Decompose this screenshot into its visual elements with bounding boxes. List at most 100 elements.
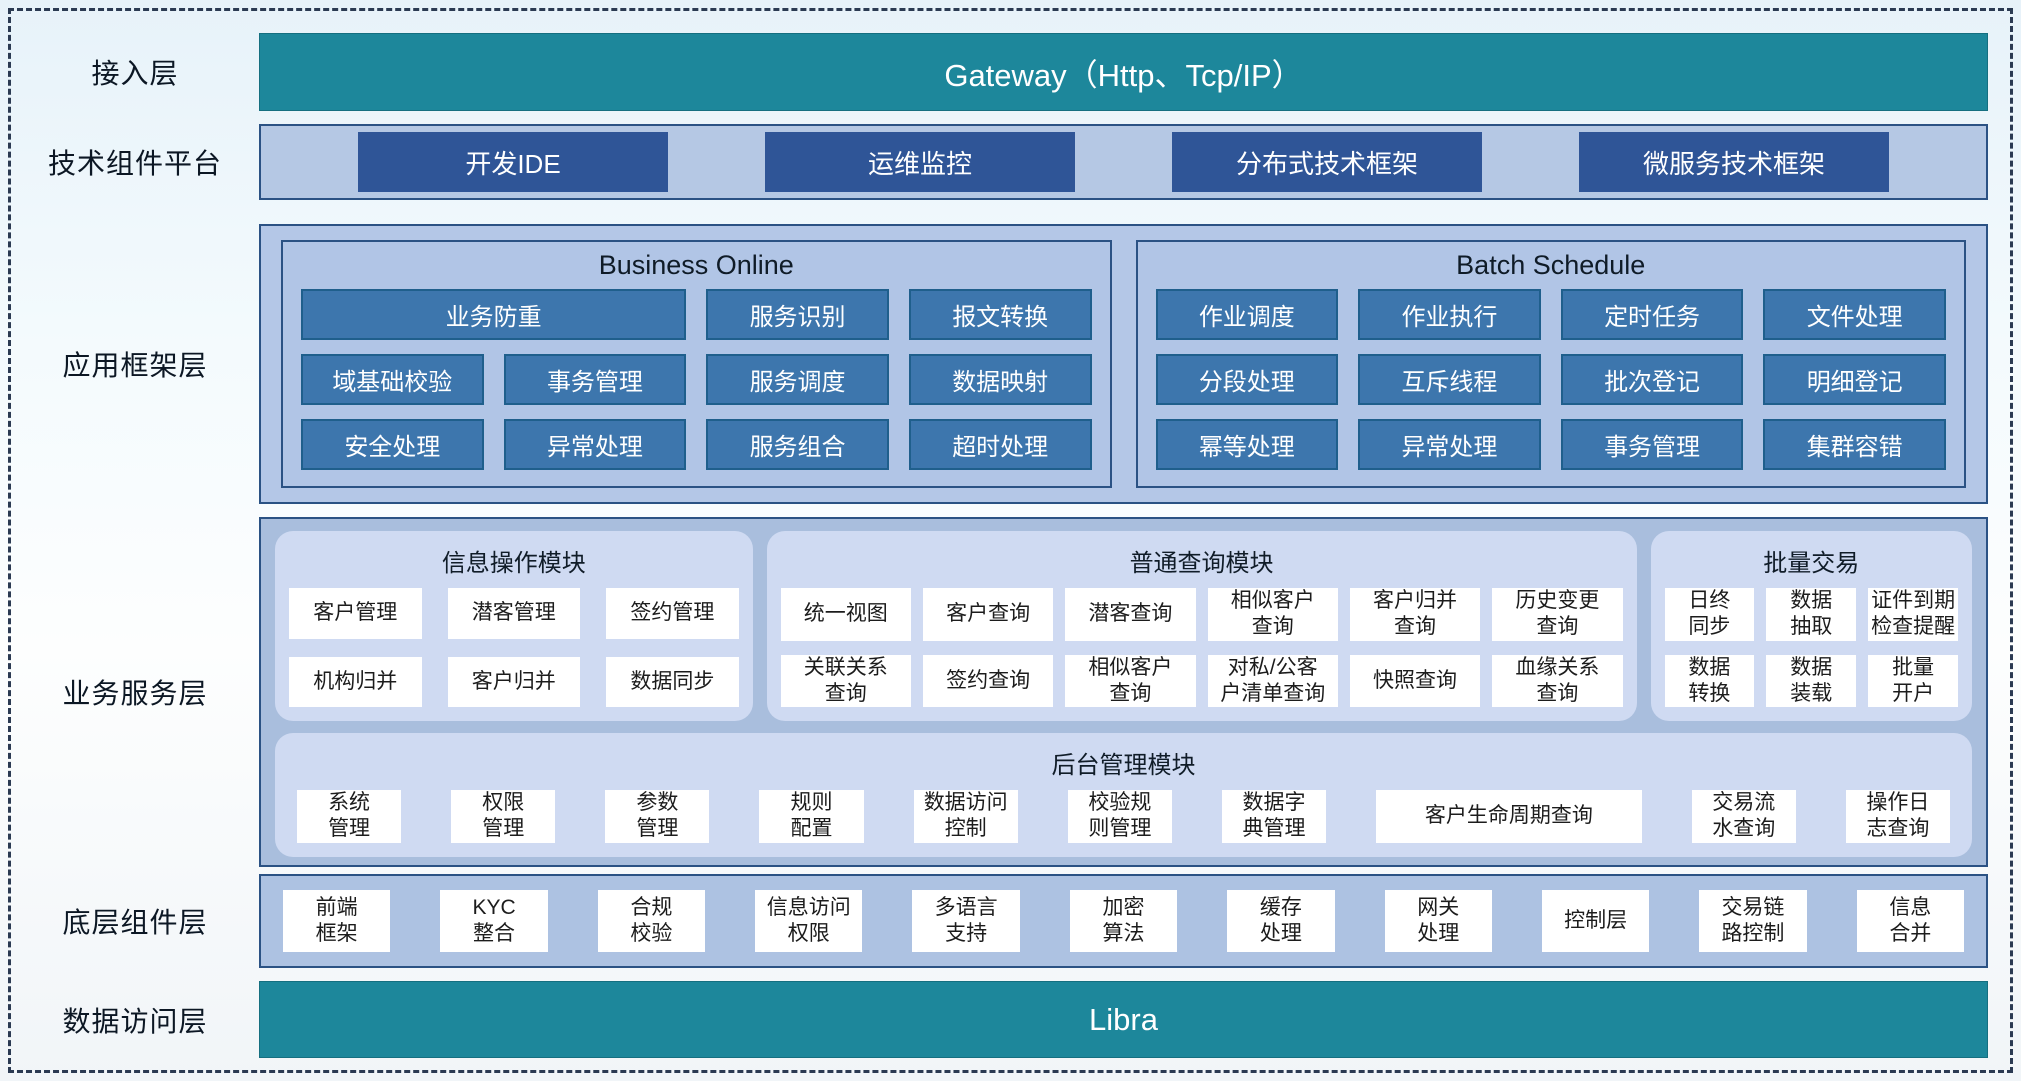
batch-schedule-item: 分段处理 [1155,354,1339,405]
batch-schedule-item: 作业执行 [1358,289,1541,340]
general-query-item: 客户查询 [922,588,1054,641]
business-service-modules: 信息操作模块 客户管理潜客管理签约管理机构归并客户归并数据同步 普通查询模块 统… [275,531,1972,721]
info-operation-title: 信息操作模块 [441,550,586,577]
business-service-label: 业务服务层 [62,678,208,709]
tech-platform-item: 微服务技术框架 [1579,132,1889,192]
info-operation-item: 客户归并 [447,656,581,707]
base-component-item: 网关 处理 [1384,890,1492,952]
admin-module-title: 后台管理模块 [1051,752,1196,779]
admin-module-item: 数据访问 控制 [913,790,1018,843]
app-framework-panel: Business Online 业务防重服务识别报文转换域基础校验事务管理服务调… [259,224,1988,504]
batch-schedule-grid: 作业调度作业执行定时任务文件处理分段处理互斥线程批次登记明细登记幂等处理异常处理… [1138,283,1965,486]
batch-trade-module: 批量交易 日终 同步数据 抽取证件到期 检查提醒数据 转换数据 装载批量 开户 [1650,531,1972,721]
admin-module-item: 操作日 志查询 [1845,790,1950,843]
admin-module-item: 参数 管理 [605,790,710,843]
admin-module-item: 数据字 典管理 [1221,790,1327,843]
base-component-item: 缓存 处理 [1227,890,1335,952]
admin-module: 后台管理模块 系统 管理权限 管理参数 管理规则 配置数据访问 控制校验规 则管… [275,733,1972,857]
admin-module-item: 校验规 则管理 [1067,790,1172,843]
business-online-item: 超时处理 [908,419,1092,470]
base-component-item: 多语言 支持 [912,890,1020,952]
batch-trade-grid: 日终 同步数据 抽取证件到期 检查提醒数据 转换数据 装载批量 开户 [1664,588,1958,707]
tech-platform-row: 技术组件平台 开发IDE 运维监控 分布式技术框架 微服务技术框架 [11,124,2010,200]
base-components-label: 底层组件层 [62,907,208,938]
business-online-item: 安全处理 [301,419,484,470]
business-online-item: 域基础校验 [301,354,484,405]
admin-module-item: 权限 管理 [451,790,556,843]
info-operation-item: 签约管理 [606,588,739,639]
info-operation-module: 信息操作模块 客户管理潜客管理签约管理机构归并客户归并数据同步 [275,531,753,721]
batch-schedule-item: 互斥线程 [1358,354,1541,405]
batch-trade-title: 批量交易 [1763,550,1860,577]
general-query-item: 统一视图 [780,588,911,641]
base-component-item: 合规 校验 [597,890,706,952]
general-query-title: 普通查询模块 [1129,550,1274,577]
base-component-item: 交易链 路控制 [1699,890,1807,952]
general-query-item: 血缘关系 查询 [1492,654,1623,707]
batch-schedule-item: 作业调度 [1155,289,1339,340]
base-component-item: KYC 整合 [440,890,548,952]
business-online-item: 报文转换 [908,289,1092,340]
base-component-item: 信息 合并 [1856,890,1964,952]
batch-schedule-item: 定时任务 [1560,289,1744,340]
tech-platform-bar: 开发IDE 运维监控 分布式技术框架 微服务技术框架 [259,124,1988,200]
batch-schedule-title: Batch Schedule [1456,250,1646,280]
business-online-item: 事务管理 [503,354,687,405]
general-query-item: 快照查询 [1349,654,1481,707]
batch-trade-item: 证件到期 检查提醒 [1868,588,1958,641]
tech-platform-item: 开发IDE [358,132,668,192]
business-online-item: 异常处理 [503,419,687,470]
business-service-row: 业务服务层 信息操作模块 客户管理潜客管理签约管理机构归并客户归并数据同步 普通… [11,517,2010,867]
base-component-item: 前端 框架 [283,890,391,952]
batch-trade-item: 批量 开户 [1868,654,1958,707]
general-query-grid: 统一视图客户查询潜客查询相似客户 查询客户归并 查询历史变更 查询关联关系 查询… [780,588,1623,707]
business-online-title: Business Online [598,250,794,280]
admin-module-item: 交易流 水查询 [1691,790,1796,843]
admin-module-item: 系统 管理 [297,790,402,843]
general-query-item: 相似客户 查询 [1207,588,1338,641]
batch-schedule-item: 批次登记 [1560,354,1744,405]
info-operation-item: 潜客管理 [447,588,581,639]
base-component-item: 信息访问 权限 [755,890,863,952]
admin-module-item: 客户生命周期查询 [1376,790,1642,843]
info-operation-item: 客户管理 [289,588,422,639]
data-access-row: 数据访问层 Libra [11,981,2010,1058]
base-component-item: 加密 算法 [1069,890,1178,952]
business-online-panel: Business Online 业务防重服务识别报文转换域基础校验事务管理服务调… [281,240,1112,488]
tech-platform-label: 技术组件平台 [47,148,222,179]
general-query-item: 关联关系 查询 [780,654,911,707]
base-components-row: 底层组件层 前端 框架 KYC 整合合规 校验信息访问 权限多语言 支持加密 算法… [11,874,2010,968]
general-query-item: 历史变更 查询 [1492,588,1623,641]
app-framework-row: 应用框架层 Business Online 业务防重服务识别报文转换域基础校验事… [11,224,2010,504]
general-query-module: 普通查询模块 统一视图客户查询潜客查询相似客户 查询客户归并 查询历史变更 查询… [766,531,1637,721]
business-online-item: 业务防重 [301,289,687,340]
batch-trade-item: 日终 同步 [1664,588,1755,641]
app-framework-label: 应用框架层 [62,350,208,381]
batch-trade-item: 数据 转换 [1664,654,1755,707]
general-query-item: 潜客查询 [1065,588,1196,641]
batch-schedule-item: 明细登记 [1763,354,1946,405]
info-operation-item: 机构归并 [289,656,422,707]
batch-trade-item: 数据 装载 [1766,654,1857,707]
access-layer-label: 接入层 [91,58,179,89]
data-access-label: 数据访问层 [62,1005,208,1037]
batch-schedule-item: 事务管理 [1560,419,1744,470]
info-operation-item: 数据同步 [606,656,739,707]
tech-platform-item: 分布式技术框架 [1172,132,1482,192]
gateway-bar: Gateway（Http、Tcp/IP） [259,33,1988,111]
batch-trade-item: 数据 抽取 [1766,588,1857,641]
libra-bar: Libra [259,981,1988,1058]
business-service-panel: 信息操作模块 客户管理潜客管理签约管理机构归并客户归并数据同步 普通查询模块 统… [259,517,1988,867]
batch-schedule-item: 异常处理 [1358,419,1541,470]
business-online-item: 服务组合 [706,419,889,470]
business-online-item: 数据映射 [908,354,1092,405]
business-online-grid: 业务防重服务识别报文转换域基础校验事务管理服务调度数据映射安全处理异常处理服务组… [283,283,1110,486]
architecture-diagram: 接入层 Gateway（Http、Tcp/IP） 技术组件平台 开发IDE 运维监… [8,8,2013,1073]
admin-module-item: 规则 配置 [759,790,864,843]
batch-schedule-item: 幂等处理 [1155,419,1339,470]
general-query-item: 对私/公客 户清单查询 [1207,654,1338,707]
general-query-item: 签约查询 [922,654,1054,707]
tech-platform-item: 运维监控 [765,132,1075,192]
batch-schedule-item: 集群容错 [1763,419,1946,470]
general-query-item: 相似客户 查询 [1065,654,1196,707]
